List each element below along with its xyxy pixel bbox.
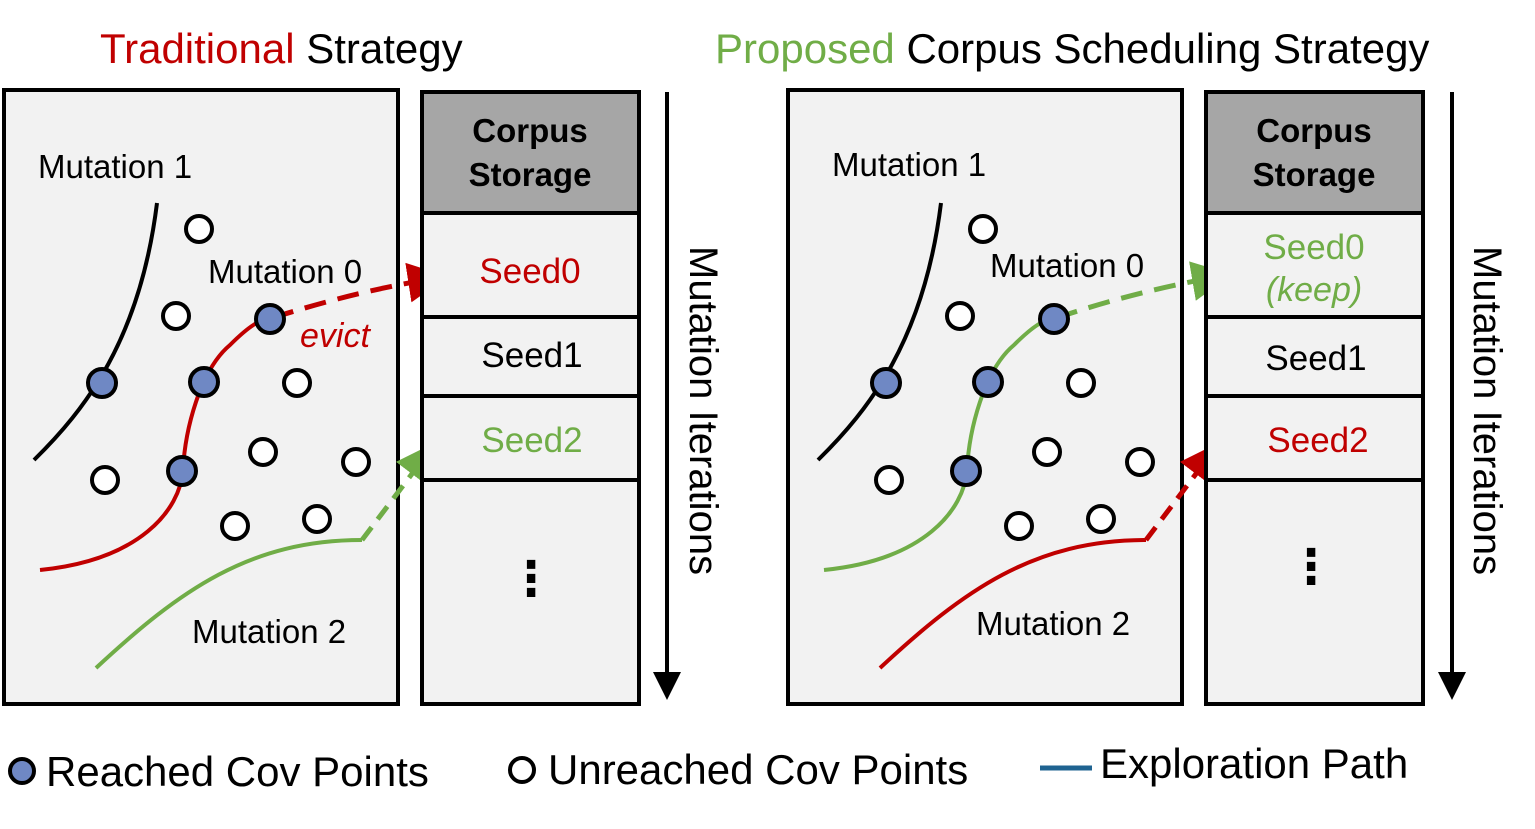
right-title-colored: Proposed: [715, 25, 895, 72]
right-mutation1-path: [816, 202, 943, 462]
right-evict-arrow: [1144, 442, 1221, 542]
right-corpus-header-line1: Corpus: [1256, 112, 1372, 149]
right-keep-label: (keep): [1266, 271, 1362, 309]
right-iterations-arrowhead: [1438, 672, 1466, 700]
legend-unreached-label: Unreached Cov Points: [548, 746, 968, 793]
left-iterations-arrowhead: [653, 672, 681, 700]
right-seed1: Seed1: [1265, 339, 1366, 378]
left-mutation1-label: Mutation 1: [38, 148, 192, 185]
left-cov-points: [86, 214, 371, 541]
right-diagram: Proposed Corpus Scheduling Strategy Muta…: [715, 25, 1509, 706]
right-title-rest: Corpus Scheduling Strategy: [895, 25, 1430, 72]
left-ellipsis: ⋮: [507, 553, 555, 606]
unreached-cov-point: [1032, 437, 1062, 467]
left-evict-label: evict: [300, 317, 371, 355]
left-seed0: Seed0: [479, 252, 580, 291]
legend-path-label: Exploration Path: [1100, 740, 1408, 787]
legend: Reached Cov Points Unreached Cov Points …: [8, 740, 1408, 795]
right-corpus-header: [1204, 90, 1425, 215]
right-keep-arrow: [1055, 261, 1232, 321]
left-diagram: Traditional Strategy Mutation 1 Mutation…: [2, 25, 725, 706]
reached-cov-point: [166, 455, 198, 487]
unreached-cov-point: [1125, 447, 1155, 477]
left-seed1: Seed1: [481, 336, 582, 375]
unreached-cov-point: [184, 214, 214, 244]
unreached-cov-point: [90, 465, 120, 495]
right-seed2: Seed2: [1267, 421, 1368, 460]
reached-cov-point: [1038, 303, 1070, 335]
unreached-cov-point: [874, 465, 904, 495]
legend-reached-marker: [8, 757, 36, 785]
left-mutation2-path: [94, 538, 363, 670]
right-title: Proposed Corpus Scheduling Strategy: [715, 25, 1429, 72]
reached-cov-point: [86, 367, 118, 399]
unreached-cov-point: [248, 437, 278, 467]
left-title-rest: Strategy: [295, 25, 463, 72]
right-mutation2-label: Mutation 2: [976, 605, 1130, 642]
right-mutation0-path: [823, 316, 1055, 572]
unreached-cov-point: [1066, 368, 1096, 398]
left-title: Traditional Strategy: [100, 25, 463, 72]
right-corpus-header-line2: Storage: [1253, 156, 1376, 193]
left-corpus-header: [420, 90, 641, 215]
right-cov-points: [870, 214, 1155, 541]
left-title-colored: Traditional: [100, 25, 295, 72]
right-mutation1-label: Mutation 1: [832, 146, 986, 183]
reached-cov-point: [188, 366, 220, 398]
right-iterations-label: Mutation Iterations: [1465, 246, 1509, 575]
reached-cov-point: [870, 367, 902, 399]
left-corpus-storage: Corpus Storage Seed0 Seed1 Seed2 ⋮: [420, 90, 641, 706]
left-iterations-label: Mutation Iterations: [681, 246, 725, 575]
left-seed2: Seed2: [481, 421, 582, 460]
left-mutation0-path: [39, 316, 271, 572]
right-mutation2-path: [878, 538, 1147, 670]
unreached-cov-point: [1086, 504, 1116, 534]
unreached-cov-point: [1004, 511, 1034, 541]
left-mutation0-label: Mutation 0: [208, 253, 362, 290]
unreached-cov-point: [968, 214, 998, 244]
reached-cov-point: [950, 455, 982, 487]
right-corpus-storage: Corpus Storage Seed0 (keep) Seed1 Seed2 …: [1204, 90, 1425, 706]
left-evict-arrow: [271, 262, 448, 321]
unreached-cov-point: [161, 301, 191, 331]
legend-reached-label: Reached Cov Points: [46, 748, 429, 795]
right-mutation0-label: Mutation 0: [990, 247, 1144, 284]
left-corpus-header-line1: Corpus: [472, 112, 588, 149]
reached-cov-point: [254, 303, 286, 335]
unreached-cov-point: [220, 511, 250, 541]
unreached-cov-point: [945, 301, 975, 331]
left-mutation2-label: Mutation 2: [192, 613, 346, 650]
reached-cov-point: [972, 366, 1004, 398]
unreached-cov-point: [302, 504, 332, 534]
right-ellipsis: ⋮: [1287, 541, 1335, 594]
left-corpus-header-line2: Storage: [469, 156, 592, 193]
legend-unreached-marker: [508, 756, 536, 784]
left-mutation1-path: [32, 202, 159, 462]
left-store-arrow: [360, 442, 437, 542]
unreached-cov-point: [282, 368, 312, 398]
right-seed0: Seed0: [1263, 228, 1364, 267]
unreached-cov-point: [341, 447, 371, 477]
